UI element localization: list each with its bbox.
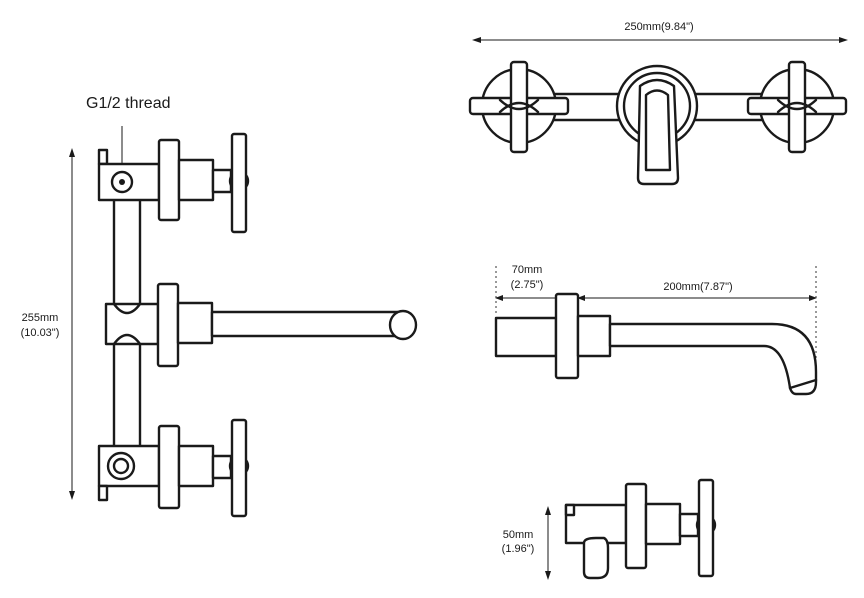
height-mm-label: 255mm (22, 312, 59, 324)
depth-dimension: 70mm (2.75") (495, 264, 569, 301)
bottom-valve (97, 418, 250, 518)
spout-length-label: 200mm(7.87") (663, 281, 732, 293)
right-handle-top (746, 60, 848, 154)
top-valve (97, 132, 250, 234)
height-dimension: 255mm (10.03") (21, 148, 75, 500)
valve-mm-label: 50mm (503, 529, 534, 541)
spout-side-view: 70mm (2.75") 200mm(7.87") (494, 264, 818, 396)
front-view: 255mm (10.03") G1/2 thread (21, 95, 418, 518)
spout-length-dimension: 200mm(7.87") (577, 281, 817, 301)
valve-side-view: 50mm (1.96") (502, 478, 717, 580)
thread-label: G1/2 thread (86, 95, 171, 112)
left-handle-top (468, 60, 570, 154)
spout-top (615, 64, 699, 186)
width-dimension: 250mm(9.84") (472, 21, 848, 43)
top-view: 250mm(9.84") (468, 21, 848, 186)
valve-height-dimension: 50mm (1.96") (502, 506, 551, 580)
width-label: 250mm(9.84") (624, 21, 693, 33)
height-in-label: (10.03") (21, 327, 60, 339)
spout-valve (104, 282, 418, 368)
depth-mm-label: 70mm (512, 264, 543, 276)
depth-in-label: (2.75") (511, 279, 544, 291)
valve-in-label: (1.96") (502, 543, 535, 555)
